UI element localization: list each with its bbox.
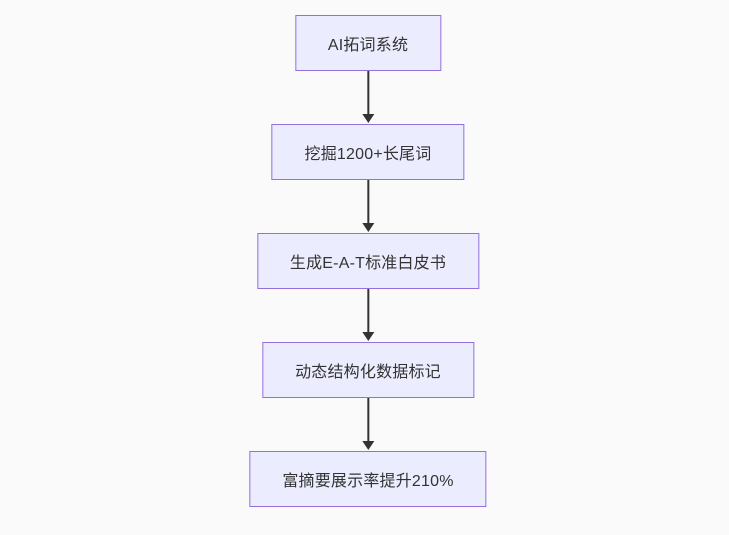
arrow-line xyxy=(366,398,369,442)
flow-arrow-4-5 xyxy=(361,398,374,451)
flow-arrow-2-3 xyxy=(361,180,374,233)
arrowhead-down-icon xyxy=(361,114,374,123)
flow-node-5: 富摘要展示率提升210% xyxy=(249,451,487,507)
flow-arrow-1-2 xyxy=(361,71,374,124)
arrowhead-down-icon xyxy=(361,332,374,341)
flowchart: AI拓词系统 挖掘1200+长尾词 生成E-A-T标准白皮书 动态结构化数据标记 xyxy=(249,15,487,507)
arrow-line xyxy=(366,71,369,115)
flow-node-4-label: 动态结构化数据标记 xyxy=(295,364,441,381)
flow-node-4: 动态结构化数据标记 xyxy=(262,342,474,398)
flow-node-3-label: 生成E-A-T标准白皮书 xyxy=(289,255,447,272)
flow-node-5-label: 富摘要展示率提升210% xyxy=(282,473,454,490)
flow-node-2-label: 挖掘1200+长尾词 xyxy=(304,146,432,163)
flow-node-3: 生成E-A-T标准白皮书 xyxy=(256,233,480,289)
flow-node-2: 挖掘1200+长尾词 xyxy=(271,124,465,180)
flow-node-1: AI拓词系统 xyxy=(294,15,442,71)
arrow-line xyxy=(366,180,369,224)
arrow-line xyxy=(366,289,369,333)
flow-node-1-label: AI拓词系统 xyxy=(327,37,409,54)
arrowhead-down-icon xyxy=(361,223,374,232)
flow-arrow-3-4 xyxy=(361,289,374,342)
arrowhead-down-icon xyxy=(361,441,374,450)
